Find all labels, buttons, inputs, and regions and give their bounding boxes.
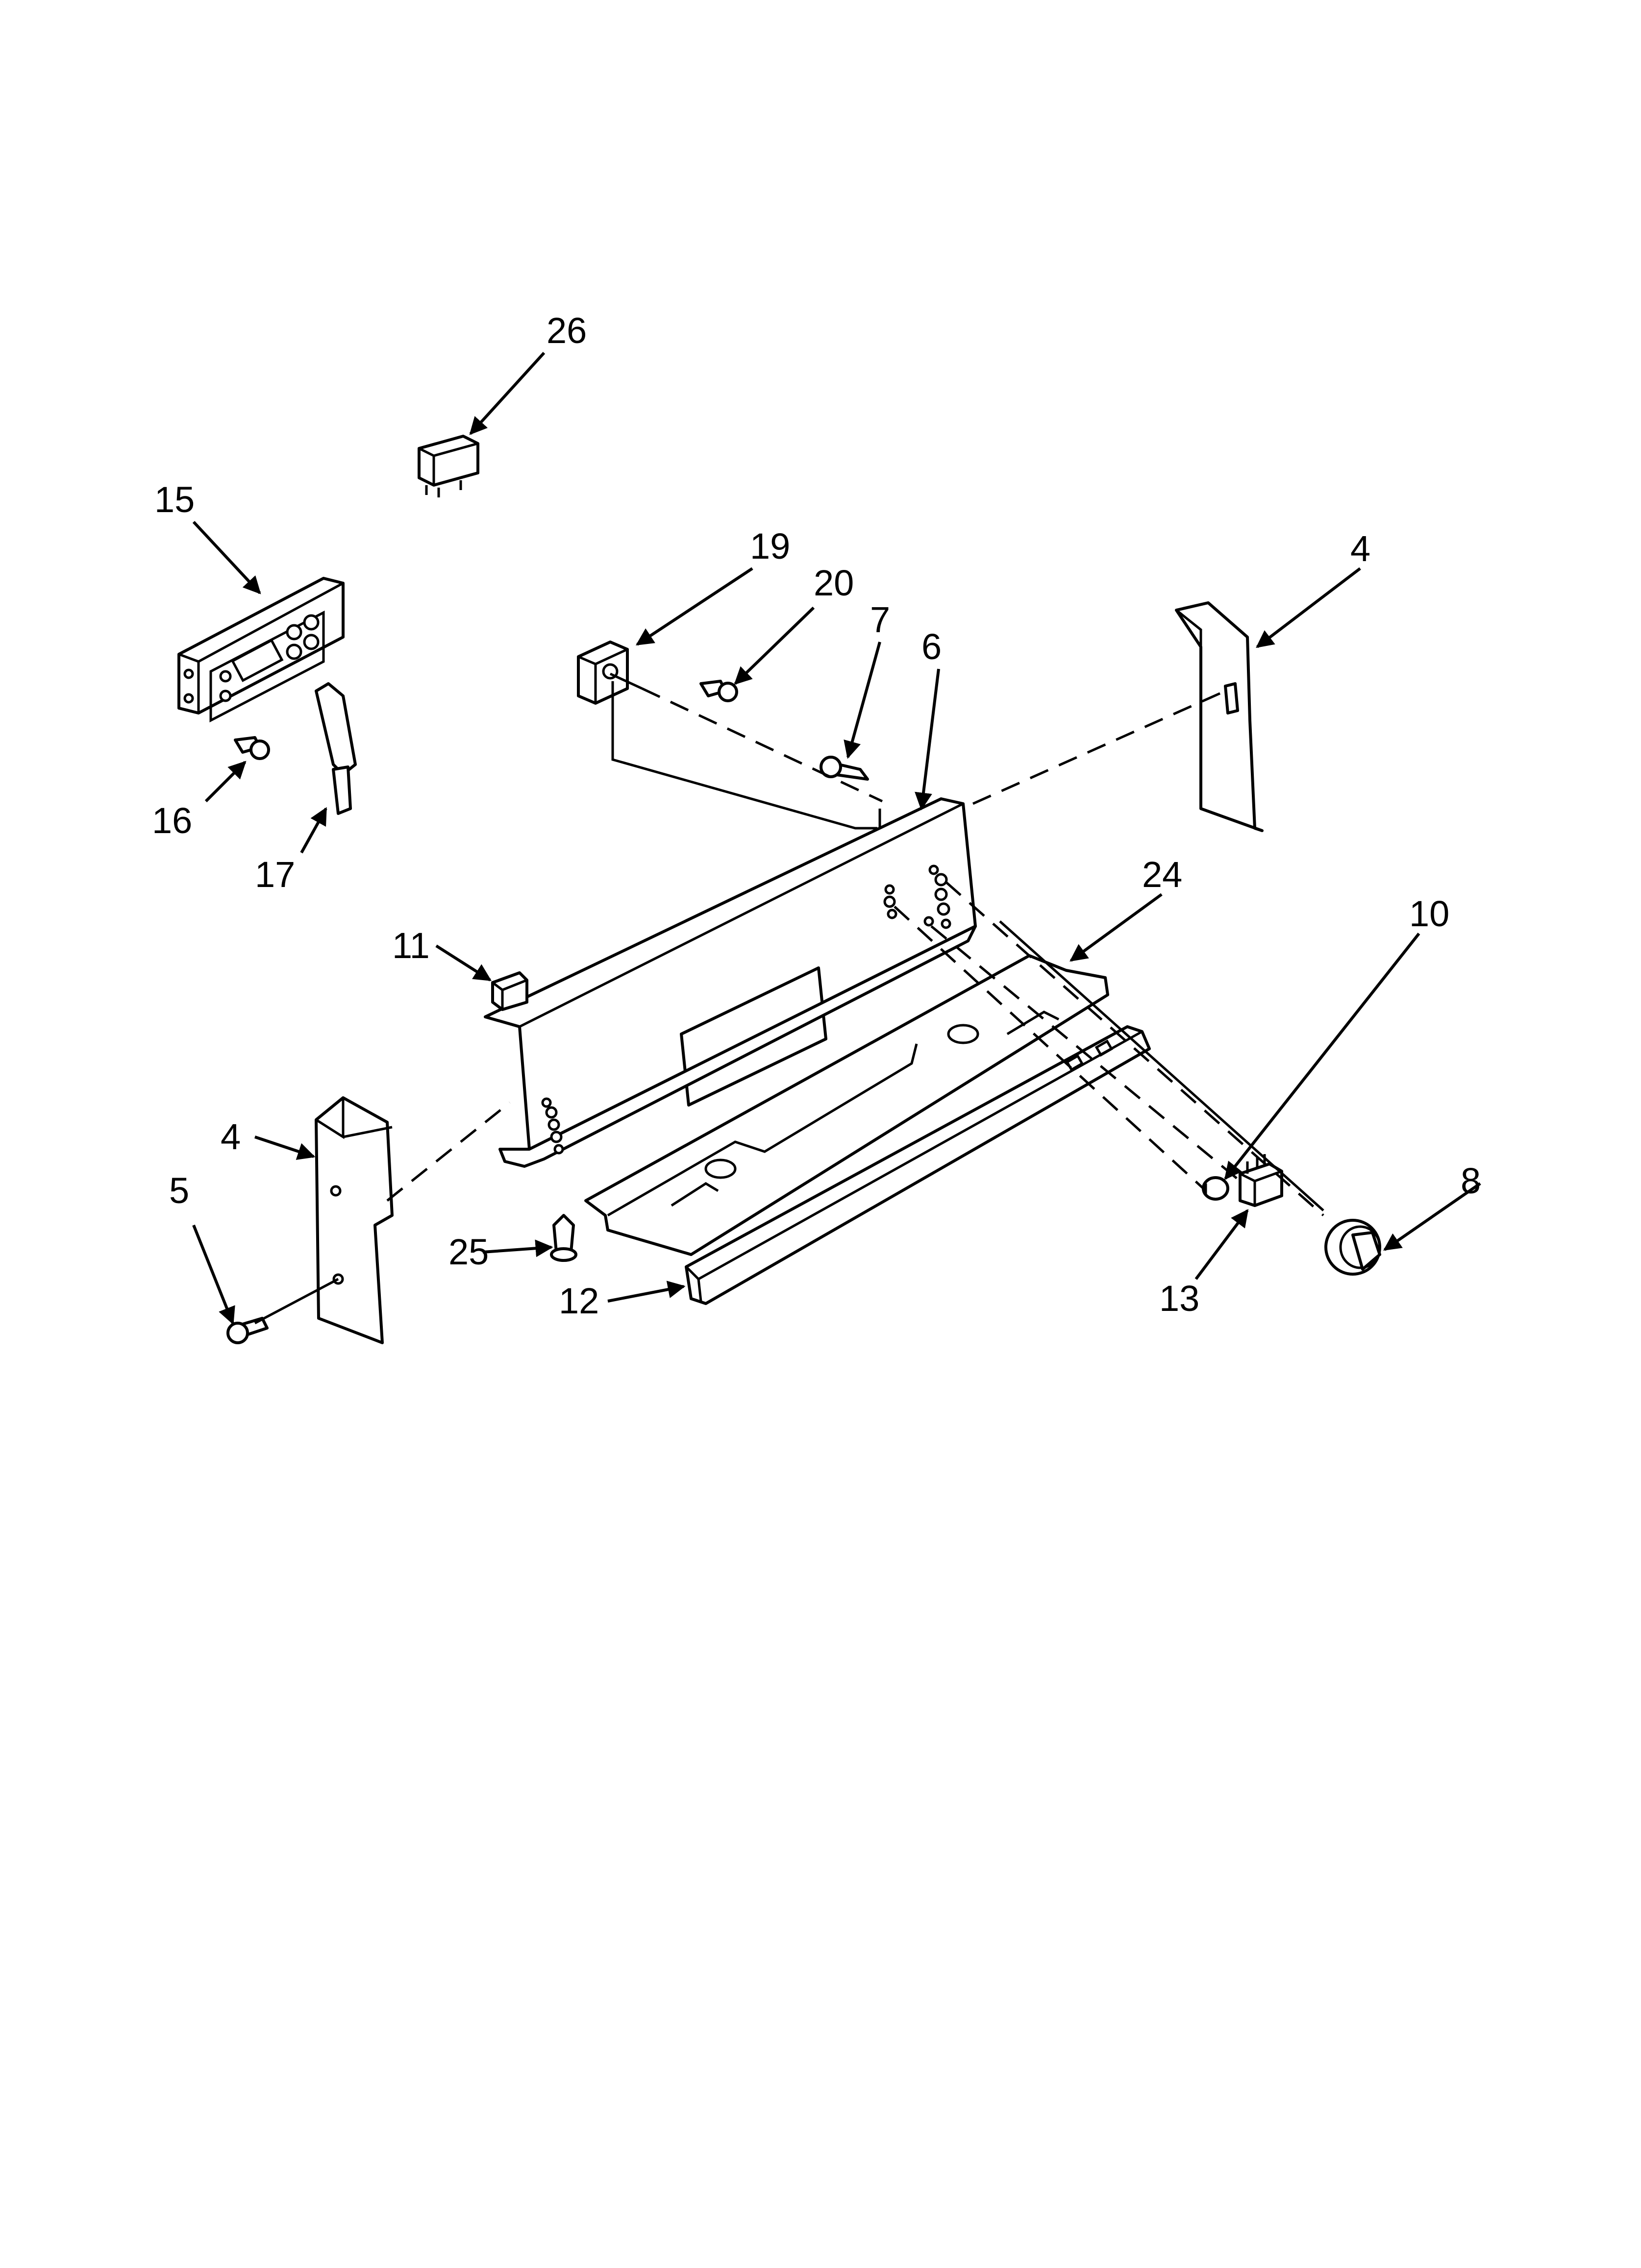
leader-arrows [192,351,1481,1325]
callout-25: 25 [448,1232,489,1272]
callout-4-left: 4 [221,1116,241,1157]
control-panel-part-6 [484,797,977,1168]
end-cap-right-part-4 [1175,601,1264,832]
screw-part-16 [234,736,270,760]
callout-26: 26 [547,310,587,351]
callout-11: 11 [392,925,430,966]
screw-part-7 [820,756,869,781]
callout-19: 19 [750,526,790,567]
callout-8: 8 [1461,1160,1481,1201]
callout-4-right: 4 [1350,528,1370,569]
screw-part-20 [699,680,738,702]
rail-part-12 [685,1025,1151,1305]
knob-part-8 [1324,1219,1381,1276]
callout-17: 17 [255,854,295,895]
clip-part-11 [491,971,528,1011]
screw-part-25 [550,1214,577,1262]
callout-6: 6 [921,626,942,667]
bracket-part-17 [315,682,357,815]
callout-16: 16 [152,800,192,841]
end-cap-left-part-4 [315,1096,394,1344]
clock-control-part-15 [177,577,345,723]
callout-7: 7 [870,599,890,640]
switch-part-19 [577,641,643,705]
assembly-lines [254,681,1324,1325]
switch-part-13 [1239,1154,1283,1207]
callout-24: 24 [1142,854,1182,895]
trim-part-24 [584,954,1109,1256]
callout-labels: 26 15 19 20 7 6 4 16 17 24 10 11 4 5 8 2… [152,310,1481,1321]
callout-13: 13 [1159,1278,1199,1319]
button-part-10 [1202,1176,1229,1201]
callout-20: 20 [814,563,854,603]
callout-10: 10 [1409,893,1449,934]
screw-part-5 [226,1317,269,1344]
callout-12: 12 [559,1281,599,1321]
relay-part-26 [418,435,479,497]
callout-5: 5 [169,1170,189,1211]
callout-15: 15 [154,479,195,520]
